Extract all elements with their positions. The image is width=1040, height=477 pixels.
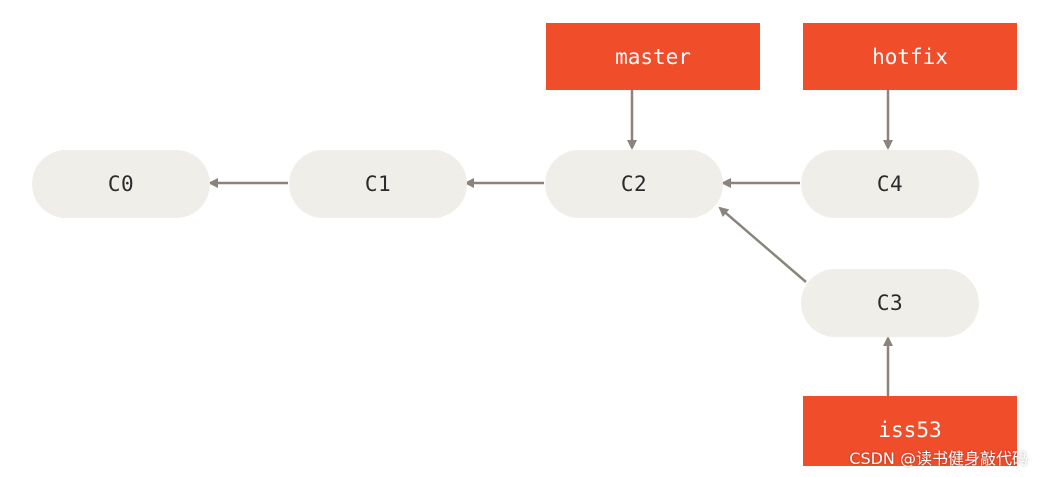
commit-c3-label: C3 [876, 291, 904, 315]
branch-iss53-label: iss53 [878, 418, 942, 442]
commit-c0-label: C0 [107, 172, 135, 196]
commit-c4-label: C4 [876, 172, 904, 196]
commit-c2: C2 [545, 150, 723, 218]
branch-master: master [546, 23, 760, 90]
commit-c1: C1 [289, 150, 467, 218]
watermark: CSDN @读书健身敲代码 [849, 449, 1028, 468]
commit-c0: C0 [32, 150, 210, 218]
branch-hotfix: hotfix [803, 23, 1017, 90]
branch-hotfix-label: hotfix [872, 44, 948, 69]
commit-c3: C3 [801, 269, 979, 337]
branch-iss53: iss53 [803, 396, 1017, 466]
commit-c4: C4 [801, 150, 979, 218]
commit-c1-label: C1 [364, 172, 392, 196]
commit-c2-label: C2 [620, 172, 648, 196]
branch-master-label: master [615, 44, 691, 69]
edge-c3-to-c2 [718, 206, 807, 283]
